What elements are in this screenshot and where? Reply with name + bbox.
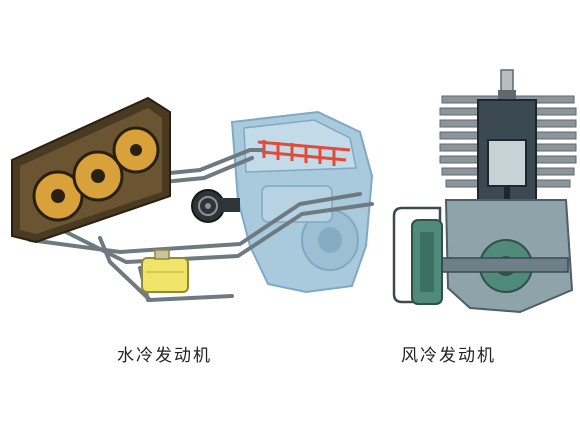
radiator-fan-1: [32, 170, 84, 222]
spark-plug: [498, 69, 516, 100]
water-pump: [191, 189, 240, 223]
air-cooled-engine-caption: 风冷发动机: [401, 346, 496, 366]
radiator-fan-3: [112, 126, 160, 174]
flywheel-fan: [392, 206, 443, 305]
crankcase: [444, 199, 574, 314]
water-cooled-engine-caption: 水冷发动机: [117, 346, 212, 366]
radiator: [11, 96, 171, 244]
coolant-jacket: [257, 140, 351, 166]
coolant-reservoir: [141, 249, 189, 293]
radiator-fan-2: [72, 150, 124, 202]
water-cooled-engine-illustration: [11, 96, 374, 302]
cylinder: [477, 99, 537, 236]
air-cooled-engine-illustration: [392, 69, 577, 314]
